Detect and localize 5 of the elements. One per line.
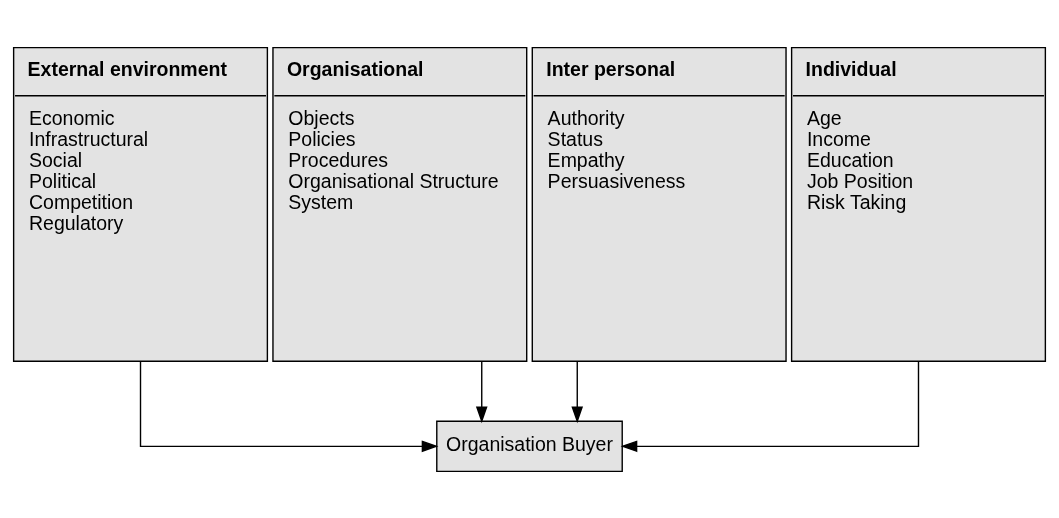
arrow	[571, 360, 584, 423]
arrow	[139, 360, 439, 452]
arrow	[475, 360, 488, 423]
node-box: Organisation Buyer	[436, 420, 623, 472]
arrow	[620, 360, 920, 452]
